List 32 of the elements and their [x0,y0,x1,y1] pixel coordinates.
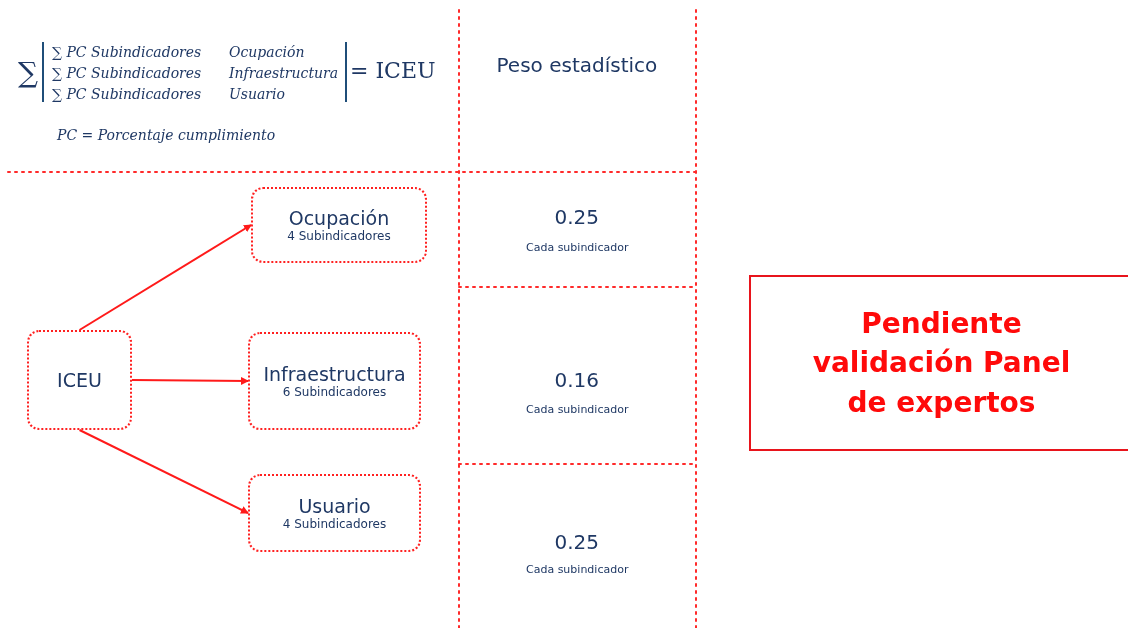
formula-term: Infraestructura [229,65,339,81]
weight-note: Cada subindicador [526,403,629,416]
weight-note: Cada subindicador [526,241,629,254]
category-box [248,474,421,552]
arrow [78,429,249,514]
weight-value: 0.16 [554,368,600,392]
formula-term: ∑ PC Subindicadores [52,86,202,102]
status-box [749,275,1128,451]
node-title: Infraestructura [263,363,406,385]
weight-value: 0.25 [554,530,600,554]
node-title: Ocupación [288,207,390,229]
formula-result: = ICEU [350,58,436,83]
node-title: ICEU [57,369,102,391]
node-subtitle: 6 Subindicadores [282,385,387,399]
weight-note: Cada subindicador [526,563,629,576]
node-subtitle: 4 Subindicadores [282,517,387,531]
formula-definition: PC = Porcentaje cumplimiento [57,127,276,143]
category-box [251,187,427,263]
formula-term: Usuario [229,86,285,102]
column-heading: Peso estadístico [496,53,658,77]
formula-term: Ocupación [229,44,305,60]
root-box [27,330,132,430]
category-box [248,332,421,430]
arrow [131,376,249,385]
arrow [78,224,252,331]
node-subtitle: 4 Subindicadores [287,229,391,243]
weight-value: 0.25 [554,205,600,229]
status-text: Pendiente validación Panel de expertos [811,306,1072,421]
node-title: Usuario [298,495,371,517]
sum-symbol: ∑ [18,56,38,89]
formula-term: ∑ PC Subindicadores [52,65,202,81]
formula-term: ∑ PC Subindicadores [52,44,202,60]
